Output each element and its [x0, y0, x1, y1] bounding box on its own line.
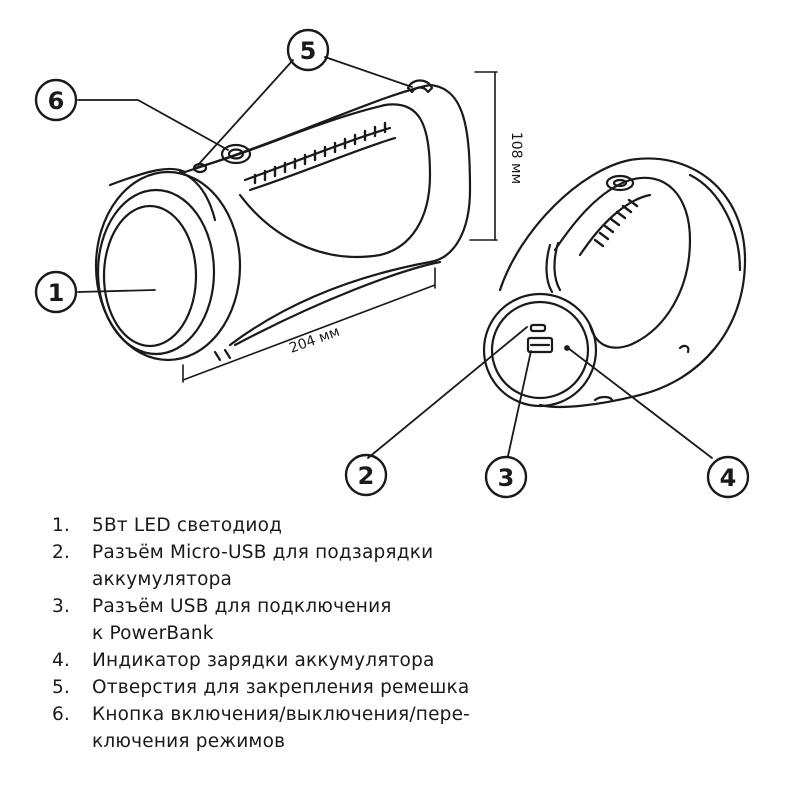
legend-item-text: 5Вт LED светодиод [92, 515, 283, 536]
power-button [220, 143, 252, 165]
legend-item: 4. Индикатор зарядки аккумулятора [52, 647, 772, 674]
legend-item-text: Индикатор зарядки аккумулятора [92, 650, 435, 671]
flashlight-rear-view [482, 157, 747, 409]
rear-power-button [605, 174, 635, 192]
callout-label-2: 2 [358, 462, 375, 490]
legend-item-number: 1. [52, 515, 71, 536]
callout-label-3: 3 [498, 464, 515, 492]
rear-body-outline [498, 157, 747, 409]
callout-label-4: 4 [720, 464, 737, 492]
rear-cap-outer [482, 292, 598, 408]
callout-circle-3 [484, 455, 528, 499]
legend-item-text-continued: ключения режимов [92, 731, 286, 752]
grip-ribs [253, 121, 387, 185]
rear-handle [553, 176, 692, 349]
callout-circles [34, 28, 750, 499]
callout-circle-2 [344, 453, 388, 497]
callout-label-6: 6 [48, 87, 65, 115]
legend-item-number: 3. [52, 596, 71, 617]
legend-item-text: Отверстия для закрепления ремешка [92, 677, 470, 698]
rear-cap-inner [490, 300, 590, 400]
micro-usb-port [529, 323, 547, 333]
handle [193, 103, 432, 259]
legend-item: 3. Разъём USB для подключения к PowerBan… [52, 593, 772, 647]
flashlight-side-view [94, 79, 472, 362]
legend-list: 1. 5Вт LED светодиод 2. Разъём Micro-USB… [52, 512, 772, 755]
callout-label-1: 1 [48, 279, 65, 307]
legend-item-text-continued: к PowerBank [92, 623, 214, 644]
rear-grip-ribs [593, 198, 639, 248]
length-dimension-label: 204 мм [287, 324, 342, 357]
legend-item-text-continued: аккумулятора [92, 569, 233, 590]
callout-leaders [77, 56, 713, 459]
legend-item-text: Разъём USB для подключения [92, 596, 392, 617]
legend-item: 1. 5Вт LED светодиод [52, 512, 772, 539]
callout-circle-1 [34, 270, 78, 314]
legend-item-number: 6. [52, 704, 71, 725]
legend-item-text: Кнопка включения/выключения/пере- [92, 704, 471, 725]
strap-hole-rear [406, 79, 434, 94]
legend-item-number: 4. [52, 650, 71, 671]
usb-port [526, 336, 554, 354]
dimension-lines [182, 71, 498, 383]
callout-circle-5 [286, 28, 330, 72]
rear-strap-loop [545, 243, 554, 294]
callout-circle-4 [706, 455, 750, 499]
callout-circle-6 [34, 78, 78, 122]
length-dim-line [182, 284, 436, 381]
front-bezel-ring [96, 188, 216, 356]
body-outline [183, 83, 472, 347]
legend-item: 5. Отверстия для закрепления ремешка [52, 674, 772, 701]
legend-item-text: Разъём Micro-USB для подзарядки [92, 542, 434, 563]
front-bezel-outer [94, 170, 242, 362]
legend-item-number: 2. [52, 542, 71, 563]
legend-item-number: 5. [52, 677, 71, 698]
front-lens [102, 204, 198, 348]
legend-item: 6. Кнопка включения/выключения/пере- клю… [52, 701, 772, 755]
callout-label-5: 5 [300, 37, 317, 65]
height-dimension-label: 108 мм [508, 132, 524, 184]
legend-item: 2. Разъём Micro-USB для подзарядки аккум… [52, 539, 772, 593]
